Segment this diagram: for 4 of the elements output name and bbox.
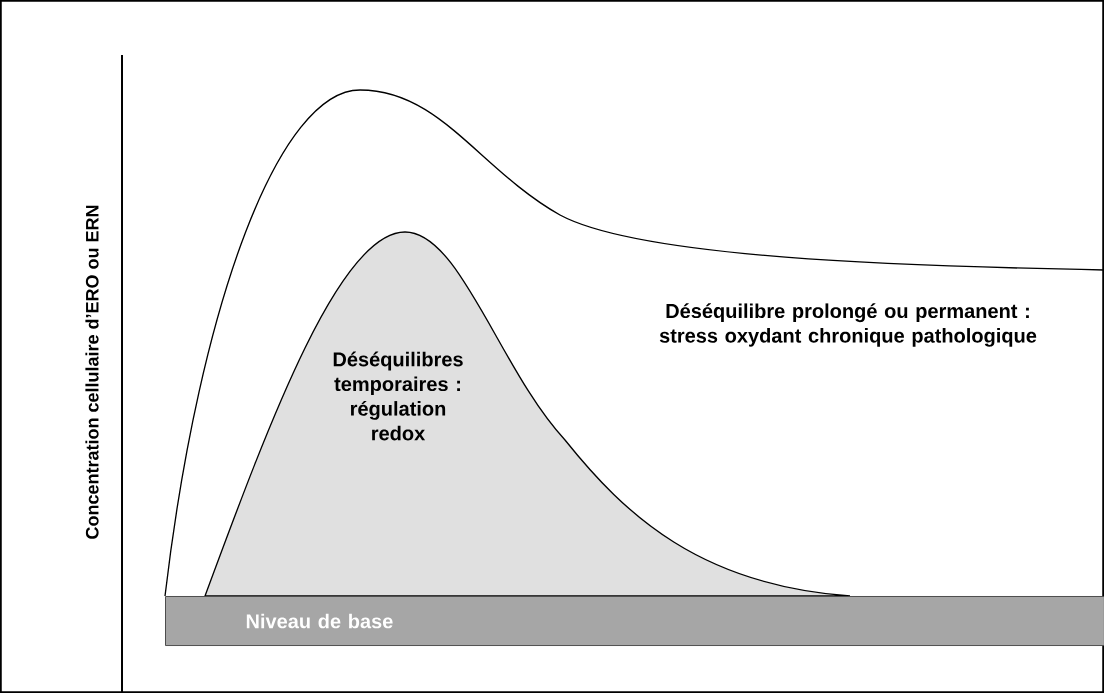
axis-title: Concentration cellulaire d’ERO ou ERN	[85, 205, 99, 539]
base-band: Niveau de base	[165, 596, 1104, 647]
region-label: Déséquilibres temporaires : régulation redox	[333, 351, 463, 441]
region-label: Déséquilibre prolongé ou permanent : stress oxydant chronique pathologique	[659, 303, 1037, 347]
